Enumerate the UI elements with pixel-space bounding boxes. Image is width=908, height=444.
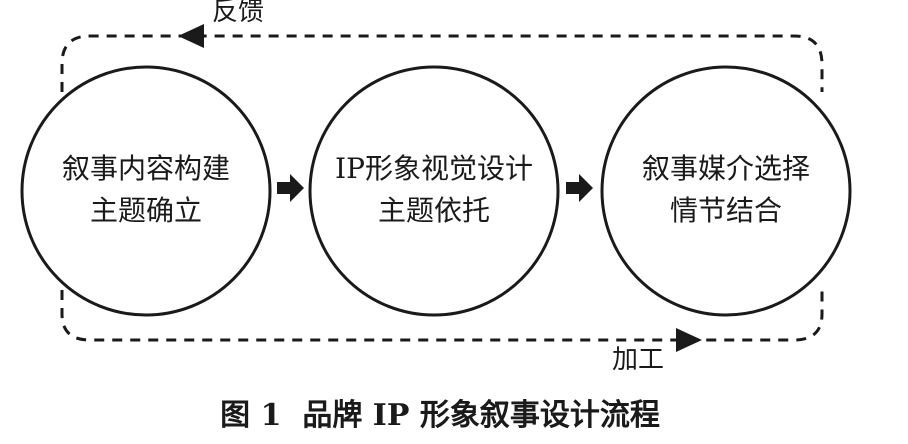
processing-label: 加工 (612, 345, 664, 375)
node-2-line-2: 主题依托 (378, 194, 490, 227)
flow-arrow-2 (566, 174, 593, 202)
node-2-line-1: IP形象视觉设计 (335, 152, 533, 185)
node-circle-content-construction (20, 65, 272, 317)
node-1-line-2: 主题确立 (90, 194, 202, 227)
node-3-line-2: 情节结合 (670, 194, 782, 227)
node-3-line-1: 叙事媒介选择 (642, 152, 810, 185)
feedback-loop-line (60, 34, 824, 92)
feedback-arrow-head (178, 24, 204, 48)
flow-arrow-1 (277, 174, 304, 202)
node-1-line-1: 叙事内容构建 (62, 152, 230, 185)
processing-arrow-head (676, 328, 702, 352)
figure-caption: 图 1 品牌 IP 形象叙事设计流程 (220, 398, 660, 433)
processing-loop-line (60, 290, 824, 342)
node-circle-visual-design (308, 65, 560, 317)
node-circle-media-selection (600, 65, 852, 317)
feedback-label: 反馈 (212, 0, 264, 27)
